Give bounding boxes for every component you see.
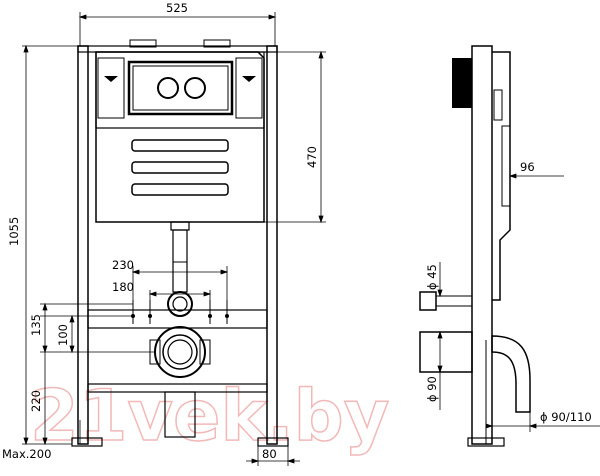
drain-inner xyxy=(167,339,193,365)
stud-hole xyxy=(225,314,229,318)
flush-pipe xyxy=(172,229,188,293)
dim-220: 220 xyxy=(29,390,43,412)
dim-max200: Max.200 xyxy=(2,447,51,461)
dim-foot: 80 xyxy=(262,447,277,461)
dim-pipe-45: ϕ 45 xyxy=(425,264,439,290)
pipe-outlet-outer xyxy=(167,291,193,317)
side-foot xyxy=(467,437,505,447)
bracket-right xyxy=(235,57,263,119)
dim-width: 525 xyxy=(166,1,188,15)
dim-180: 180 xyxy=(112,280,134,294)
side-supply-pipe xyxy=(435,295,473,307)
stud-hole xyxy=(148,314,152,318)
dim-100: 100 xyxy=(56,324,70,346)
drain-bracket-right xyxy=(199,339,211,365)
top-tab-right xyxy=(203,39,231,48)
watermark: 21vek.by xyxy=(30,375,389,457)
rib-2 xyxy=(131,161,229,174)
foot-left xyxy=(71,437,103,447)
arrow-icon-right xyxy=(242,76,256,82)
foot-right xyxy=(257,437,289,447)
side-flush-plate xyxy=(452,58,472,108)
dim-230: 230 xyxy=(112,258,134,272)
front-dimensions xyxy=(22,12,326,466)
top-crossbar xyxy=(77,45,278,53)
side-dimensions xyxy=(437,90,600,432)
stud-crossbar xyxy=(87,309,268,329)
rib-1 xyxy=(131,139,229,152)
dim-depth: 96 xyxy=(520,160,535,174)
side-drain-elbow xyxy=(491,335,531,413)
rib-3 xyxy=(131,183,229,196)
flush-button-left xyxy=(157,77,179,99)
dim-tank-height: 470 xyxy=(305,146,319,168)
cistern-top-panel xyxy=(95,51,265,129)
drain-pipe xyxy=(164,391,196,438)
side-rib xyxy=(493,89,503,121)
dim-pipe-90-110: ϕ 90/110 xyxy=(540,410,592,424)
bracket-left xyxy=(97,57,125,119)
arrow-icon-left xyxy=(104,76,118,82)
drain-mid xyxy=(162,334,198,370)
flush-button-right xyxy=(184,77,206,99)
side-rib-2 xyxy=(501,125,511,207)
stud-hole xyxy=(208,314,212,318)
flush-pipe-collar xyxy=(170,221,190,231)
side-post xyxy=(471,45,493,445)
pipe-outlet-inner xyxy=(172,296,188,312)
top-tab-left xyxy=(129,39,157,48)
side-supply-fitting xyxy=(419,291,437,311)
cistern-body xyxy=(95,51,265,223)
dim-135: 135 xyxy=(29,314,43,336)
side-drain-connector xyxy=(419,331,473,373)
side-cistern xyxy=(492,51,511,301)
flush-plate-frame xyxy=(127,60,234,116)
dim-pipe-90: ϕ 90 xyxy=(425,376,439,402)
flush-plate-inner xyxy=(132,65,229,111)
dim-total-height: 1055 xyxy=(7,217,21,246)
